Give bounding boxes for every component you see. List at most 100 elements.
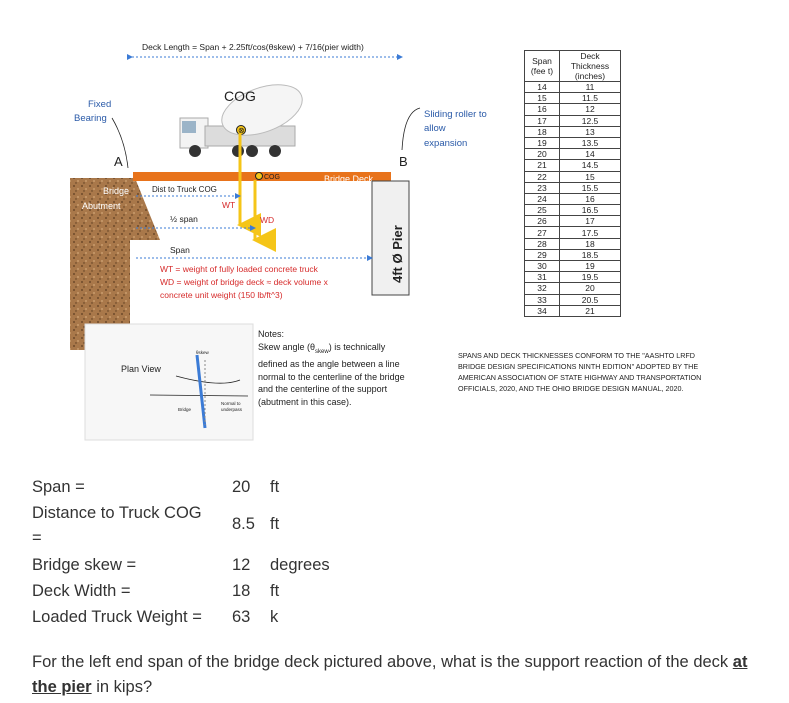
given-value-skew: 12: [232, 556, 251, 574]
table-cell-span: 17: [524, 114, 560, 127]
table-cell-span: 29: [524, 248, 560, 262]
given-label-width: Deck Width =: [32, 582, 131, 600]
given-value-span: 20: [232, 478, 251, 496]
cog-label: COG: [224, 88, 256, 104]
point-a: A: [114, 154, 123, 169]
plan-view-box: [84, 323, 254, 441]
given-value-width: 18: [232, 582, 251, 600]
notes-text: Notes: Skew angle (θskew) is technically…: [258, 328, 408, 408]
table-cell-span: 23: [524, 181, 560, 194]
table-cell-span: 19: [524, 136, 560, 150]
skew-line: [195, 354, 207, 429]
table-cell-thickness: 12.5: [559, 114, 621, 127]
table-cell-thickness: 20.5: [559, 293, 621, 306]
table-cell-span: 33: [524, 293, 560, 306]
table-cell-span: 24: [524, 192, 560, 206]
notes-title: Notes:: [258, 329, 285, 339]
question-emphasis: at the pier: [32, 653, 748, 696]
table-cell-thickness: 11.5: [559, 92, 621, 105]
bridge-diagram: Deck Length = Span + 2.25ft/cos(θskew) +…: [70, 42, 487, 441]
slope: [70, 178, 160, 240]
table-cell-span: 14: [524, 80, 560, 94]
bridge-small-label: Bridge: [178, 407, 192, 412]
table-cell-thickness: 14.5: [559, 159, 621, 172]
table-cell-thickness: 15.5: [559, 181, 621, 194]
point-b: B: [399, 154, 408, 169]
given-unit-width: ft: [270, 582, 280, 600]
given-label-skew: Bridge skew =: [32, 556, 137, 574]
table-cell-thickness: 19.5: [559, 271, 621, 284]
table-cell-thickness: 16: [559, 192, 621, 206]
wt-label: WT: [222, 200, 235, 210]
question-before: For the left end span of the bridge deck…: [32, 653, 733, 671]
table-cell-span: 20: [524, 148, 560, 161]
given-unit-truck: k: [270, 608, 279, 626]
table-cell-thickness: 12: [559, 103, 621, 116]
given-label-span: Span =: [32, 478, 85, 496]
table-cell-span: 34: [524, 304, 560, 317]
half-span-label: ½ span: [170, 214, 198, 224]
table-cell-thickness: 13: [559, 125, 621, 138]
given-unit-skew: degrees: [270, 556, 330, 574]
given-value-truck: 63: [232, 608, 251, 626]
plan-view-label: Plan View: [121, 364, 161, 374]
given-value-cog: 8.5: [232, 515, 255, 533]
given-label-equals: =: [32, 529, 42, 547]
bridge-centerline: [149, 394, 249, 397]
table-cell-span: 22: [524, 170, 560, 183]
table-cell-span: 16: [524, 103, 560, 116]
pier-label: 4ft Ø Pier: [390, 225, 405, 283]
deck-cog-icon: [255, 172, 263, 180]
table-cell-thickness: 18.5: [559, 248, 621, 262]
table-cell-span: 31: [524, 271, 560, 284]
span-label: Span: [170, 245, 190, 255]
question-after: in kips?: [91, 678, 153, 696]
table-cell-span: 15: [524, 92, 560, 105]
wd-definition: WD = weight of bridge deck ≈ deck volume…: [160, 277, 329, 287]
table-cell-span: 32: [524, 282, 560, 295]
table-cell-span: 25: [524, 204, 560, 217]
table-cell-thickness: 21: [559, 304, 621, 317]
code-footnote: SPANS AND DECK THICKNESSES CONFORM TO TH…: [458, 351, 702, 393]
wd-label: WD: [260, 215, 274, 225]
table-cell-thickness: 17.5: [559, 226, 621, 239]
table-cell-span: 18: [524, 125, 560, 138]
cog-x-icon: ⊗: [238, 126, 245, 135]
table-cell-span: 30: [524, 259, 560, 273]
table-cell-thickness: 19: [559, 259, 621, 273]
given-label-truck: Loaded Truck Weight =: [32, 608, 202, 626]
table-header-span: Span(fee t): [524, 50, 560, 82]
given-unit-span: ft: [270, 478, 280, 496]
table-cell-span: 21: [524, 159, 560, 172]
wd-definition-2: concrete unit weight (150 lb/ft^3): [160, 290, 283, 300]
sliding-roller-leader: [401, 107, 421, 151]
table-cell-thickness: 13.5: [559, 136, 621, 150]
notes-body: Skew angle (θskew) is technically define…: [258, 341, 405, 407]
fixed-bearing-leader: [111, 117, 129, 169]
given-unit-cog: ft: [270, 515, 280, 533]
deck-length-formula: Deck Length = Span + 2.25ft/cos(θskew) +…: [142, 42, 364, 52]
pier: [371, 180, 410, 296]
table-header-thickness: Deck Thickness(inches): [559, 50, 621, 82]
deck-cog-label: COG: [264, 174, 280, 181]
